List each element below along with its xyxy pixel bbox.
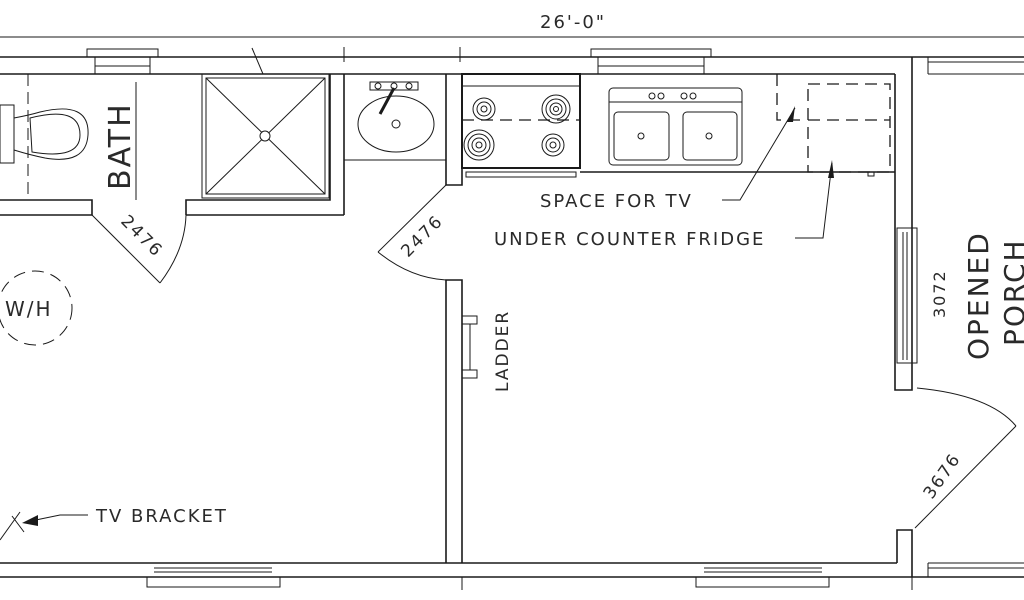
tv-bracket [0,511,88,541]
shower [201,47,330,199]
under-counter-fridge-label: UNDER COUNTER FRIDGE [494,229,765,250]
water-heater-label: W/H [5,297,53,321]
under-counter-fridge [807,83,891,177]
stove [461,73,581,178]
kitchen-door-size: 2476 [397,211,447,261]
porch-label-line2: PORCH [998,238,1024,346]
porch-door-size: 3676 [920,449,966,502]
porch-window [896,227,918,364]
bath-sink [343,73,447,161]
water-heater [0,270,73,346]
porch-label-line1: OPENED [962,231,995,360]
leader-space-for-tv [722,106,796,201]
bath-door [91,214,187,284]
space-for-tv-label: SPACE FOR TV [540,191,693,212]
porch-window-size: 3072 [930,269,949,318]
kitchen-sink [608,87,743,166]
tv-bracket-label: TV BRACKET [95,506,228,527]
overall-dimension: 26'-0" [540,12,606,33]
leader-under-counter-fridge [795,160,834,239]
kitchen-door [377,184,447,281]
bath-door-size: 2476 [116,211,166,261]
toilet [0,104,89,164]
ladder [461,315,478,379]
porch-door [914,387,1017,529]
exterior-walls [0,47,1024,590]
ladder-label: LADDER [493,310,513,392]
tv-space [776,74,800,121]
room-label-bath: BATH [103,102,138,190]
